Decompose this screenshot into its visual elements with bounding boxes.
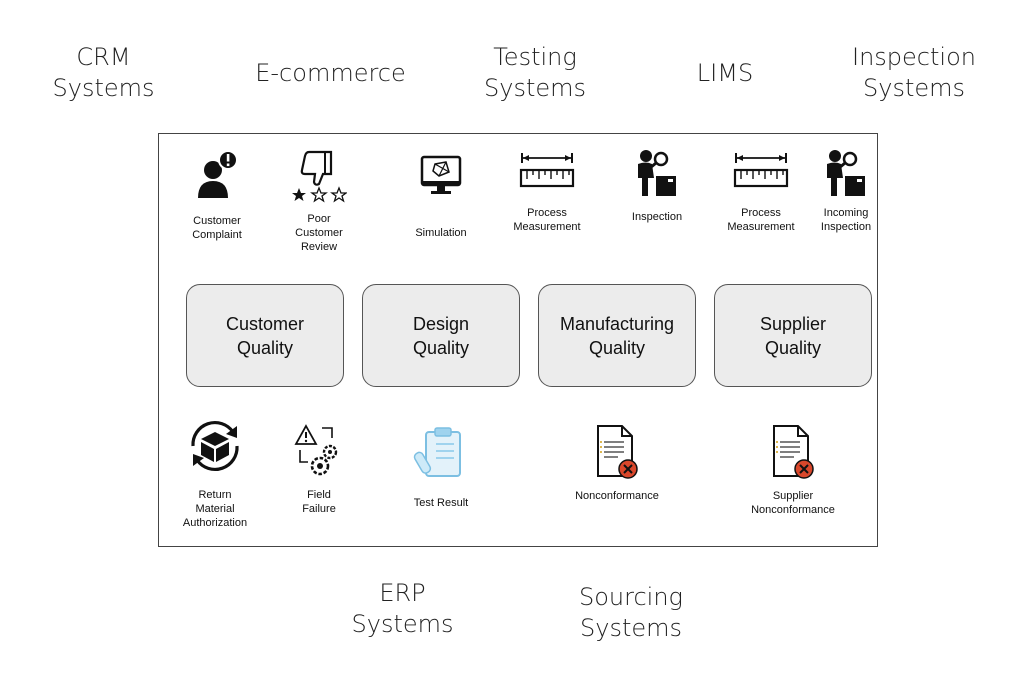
process-measurement-2-label: Process Measurement [727,207,795,233]
ruler-icon [519,153,575,188]
rma-item: Return Material Authorization [167,418,263,530]
poor-review-item: Poor Customer Review [269,150,369,254]
customer-complaint-label: Customer Complaint [192,215,242,241]
customer-complaint-icon [198,150,238,198]
supplier-nonconformance-item: Supplier Nonconformance [737,424,849,517]
inspection-item: Inspection [607,148,707,224]
manufacturing-quality-label: Manufacturing Quality [559,313,675,358]
inspector-icon [638,150,676,196]
nonconformance-item: Nonconformance [561,424,673,503]
inspector-icon [827,150,865,196]
inspection-systems-label: Inspection Systems [852,43,976,102]
process-measurement-1-item: Process Measurement [497,150,597,234]
test-clipboard-icon [413,427,461,477]
field-failure-label: Field Failure [302,489,336,515]
incoming-inspection-label: Incoming Inspection [820,207,872,233]
customer-quality-label: Customer Quality [225,313,305,358]
process-measurement-2-item: Process Measurement [711,150,811,234]
sourcing-systems-label: Sourcing Systems [579,583,683,642]
supplier-quality-label: Supplier Quality [759,313,827,358]
nonconformance-document-icon [597,425,638,479]
poor-review-label: Poor Customer Review [295,213,343,253]
supplier-quality-box: Supplier Quality [714,284,872,387]
crm-systems-label: CRM Systems [52,43,155,102]
customer-complaint-item: Customer Complaint [169,150,265,242]
incoming-inspection-item: Incoming Inspection [811,148,881,234]
rma-label: Return Material Authorization [182,489,248,529]
design-quality-label: Design Quality [412,313,470,358]
quality-diagram-frame: Customer Complaint Poor Customer Review … [158,133,878,547]
erp-systems-label: ERP Systems [351,579,454,638]
simulation-item: Simulation [393,154,489,240]
process-measurement-1-label: Process Measurement [513,207,581,233]
return-box-icon [191,421,239,471]
nonconformance-document-icon [773,425,814,479]
manufacturing-quality-box: Manufacturing Quality [538,284,696,387]
design-quality-box: Design Quality [362,284,520,387]
nonconformance-label: Nonconformance [575,490,659,502]
testing-systems-label: Testing Systems [484,43,586,102]
poor-review-icon [292,150,347,203]
supplier-nonconformance-label: Supplier Nonconformance [751,490,835,516]
test-result-item: Test Result [393,424,489,510]
simulation-icon [420,155,462,194]
inspection-label: Inspection [631,211,683,223]
warning-gear-icon [294,424,338,476]
customer-quality-box: Customer Quality [186,284,344,387]
field-failure-item: Field Failure [271,422,367,516]
lims-label: LIMS [696,59,754,87]
test-result-label: Test Result [413,497,469,509]
ecommerce-label: E-commerce [255,59,406,87]
simulation-label: Simulation [415,227,467,239]
ruler-icon [733,153,789,188]
